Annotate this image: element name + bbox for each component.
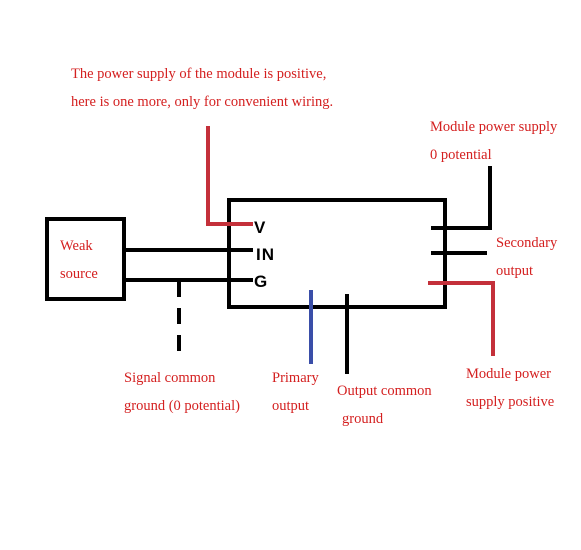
wire-module-power-positive — [428, 281, 495, 356]
secondary-output-line2: output — [496, 263, 534, 279]
signal-ground-line2: ground (0 potential) — [124, 398, 240, 414]
primary-output-line2: output — [272, 398, 310, 414]
output-ground-line2: ground — [342, 411, 384, 427]
module-power-zero-line2: 0 potential — [430, 147, 492, 163]
weak-source-line1: Weak — [60, 238, 93, 254]
pin-in-label: IN — [256, 245, 275, 264]
wire-module-power-zero — [431, 166, 492, 230]
output-ground-line1: Output common — [337, 383, 432, 399]
module-power-zero-line1: Module power supply — [430, 119, 558, 135]
vplus-note-line2: here is one more, only for convenient wi… — [71, 94, 334, 110]
secondary-output-line1: Secondary — [496, 235, 558, 251]
weak-source-line2: source — [60, 266, 98, 282]
module-power-positive-line1: Module power — [466, 366, 551, 382]
vplus-note-line1: The power supply of the module is positi… — [71, 66, 327, 82]
weak-source-box — [45, 217, 126, 301]
pin-g-label: G — [254, 272, 269, 291]
module-power-positive-line2: supply positive — [466, 394, 555, 410]
pin-v-label: V — [254, 218, 267, 237]
primary-output-line1: Primary — [272, 370, 319, 386]
signal-ground-line1: Signal common — [124, 370, 216, 386]
wire-vplus — [206, 126, 253, 226]
